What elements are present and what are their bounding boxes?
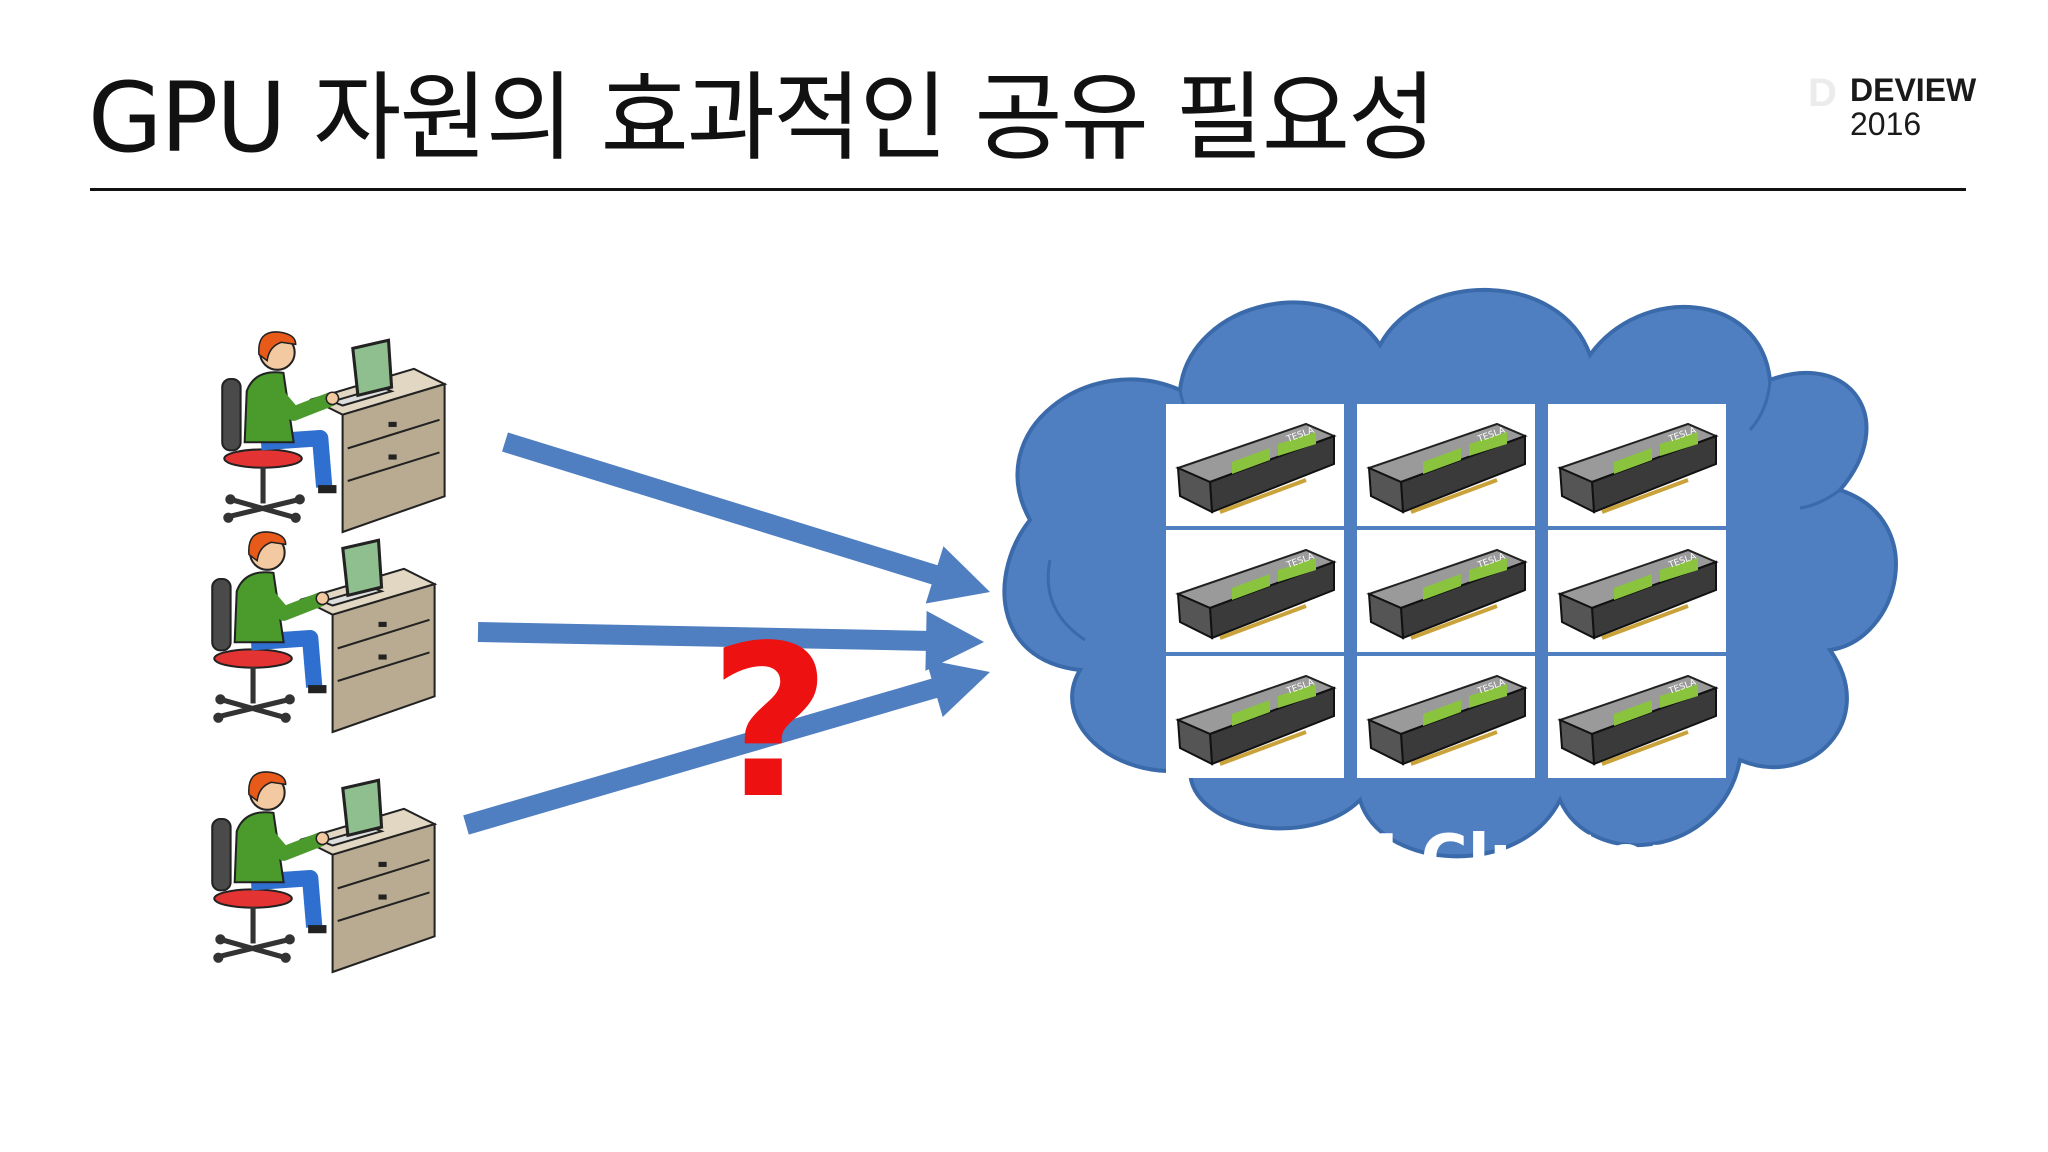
user-computer-icon-1	[222, 332, 444, 532]
gpu-card-5	[1355, 528, 1537, 654]
gpu-card-grid	[1164, 402, 1728, 780]
gpu-card-7	[1164, 654, 1346, 780]
title-divider	[90, 188, 1966, 191]
logo-year: 2016	[1850, 106, 1922, 142]
request-arrow-3	[463, 659, 991, 835]
gpu-card-1	[1164, 402, 1346, 528]
request-arrow-2	[477, 610, 984, 671]
cluster-label: GPU Cluster	[1247, 822, 1679, 896]
request-arrows	[463, 432, 991, 835]
gpu-card-8	[1355, 654, 1537, 780]
user-computer-icon-2	[212, 532, 434, 732]
question-mark: ?	[709, 600, 831, 845]
gpu-card-4	[1164, 528, 1346, 654]
deview-logo: D DEVIEW 2016	[1808, 71, 1976, 152]
request-arrow-1	[502, 432, 990, 604]
page-title: GPU 자원의 효과적인 공유 필요성	[88, 62, 1436, 174]
gpu-card-2	[1355, 402, 1537, 528]
gpu-card-9	[1546, 654, 1728, 780]
logo-name: DEVIEW	[1850, 72, 1977, 108]
gpu-card-3	[1546, 402, 1728, 528]
logo-watermark: D	[1808, 71, 1837, 115]
gpu-card-6	[1546, 528, 1728, 654]
user-computer-icon-3	[212, 772, 434, 972]
